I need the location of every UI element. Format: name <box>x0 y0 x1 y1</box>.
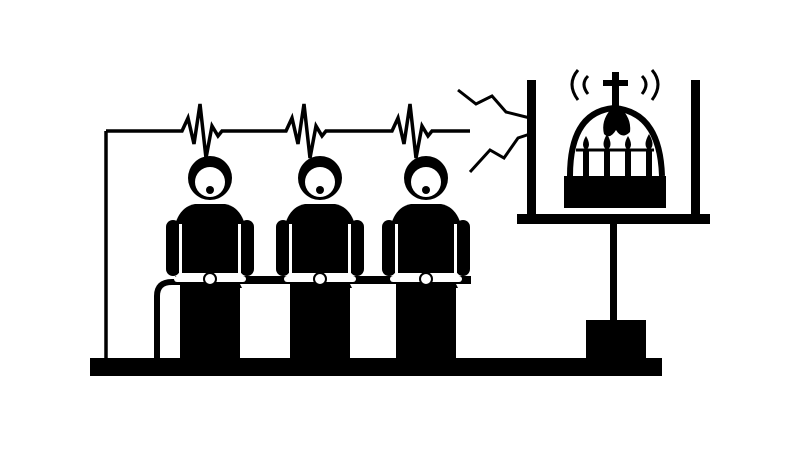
crown-shrine-icon <box>517 69 710 360</box>
signal-waves-icon <box>570 69 660 101</box>
cross-icon <box>603 72 628 106</box>
connecting-tube <box>154 279 184 358</box>
monk-figure <box>381 155 471 359</box>
electric-wire <box>104 103 470 358</box>
candle-flame-icon <box>583 134 653 176</box>
lightning-bolts <box>457 88 531 174</box>
electric-pulse-icon <box>106 103 470 159</box>
ground-platform <box>90 358 662 376</box>
monk-figure <box>165 155 255 359</box>
monk-figure <box>275 155 365 359</box>
